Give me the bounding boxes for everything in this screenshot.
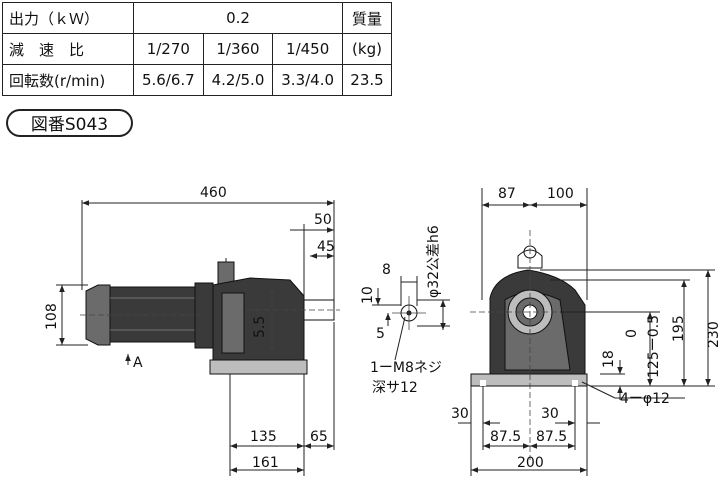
- dim-key-10: 10: [360, 286, 376, 304]
- table-row-label: 回転数(r/min): [2, 64, 134, 96]
- motor-flange: [194, 282, 214, 349]
- dim-len-65: 65: [310, 429, 328, 445]
- table-row: 出力（ｋＷ） 0.2 質量: [2, 2, 392, 34]
- drawing-number-badge: 図番S043: [6, 109, 133, 137]
- dim-base-87-5-right: 87.5: [536, 429, 567, 445]
- motor-body: [109, 286, 196, 343]
- dim-right-30: 30: [541, 406, 559, 422]
- dim-shaft-50: 50: [314, 212, 332, 228]
- table-cell: 5.6/6.7: [133, 64, 204, 96]
- shaft-detail: 8 10 5 φ32公差h6 1ーM8ネジ 深サ12: [360, 225, 450, 396]
- table-cell: 4.2/5.0: [202, 64, 274, 96]
- front-foot: [470, 373, 588, 387]
- spec-table: 出力（ｋＷ） 0.2 質量 減 速 比 1/270 1/360 1/450 (k…: [2, 2, 392, 96]
- mounting-holes-label: 4ーφ12: [620, 391, 670, 407]
- dim-len-161: 161: [252, 455, 279, 471]
- table-cell: 23.5: [342, 64, 392, 96]
- dim-top-100: 100: [547, 186, 574, 202]
- view-arrow-a: A: [133, 355, 143, 371]
- dim-key-5: 5: [376, 326, 385, 342]
- tap-depth-label: 深サ12: [372, 380, 418, 396]
- dim-shaft-dia: φ32公差h6: [426, 225, 442, 298]
- dim-height-18: 18: [601, 350, 617, 368]
- dim-len-135: 135: [250, 429, 277, 445]
- dim-height-230: 230: [706, 321, 722, 348]
- dim-shaft-45: 45: [317, 239, 335, 255]
- table-row-label: 減 速 比: [2, 33, 134, 65]
- table-row: 減 速 比 1/270 1/360 1/450 (kg): [2, 33, 392, 65]
- table-row: 回転数(r/min) 5.6/6.7 4.2/5.0 3.3/4.0 23.5: [2, 64, 392, 96]
- table-cell: 3.3/4.0: [272, 64, 343, 96]
- table-row-label: 出力（ｋＷ）: [2, 2, 134, 34]
- dim-overall-length: 460: [200, 185, 227, 201]
- dim-left-30: 30: [451, 406, 469, 422]
- table-cell: 1/450: [272, 33, 343, 65]
- dim-key-8: 8: [382, 262, 391, 278]
- table-cell: (kg): [342, 33, 392, 65]
- dim-height-195: 195: [671, 315, 687, 342]
- dim-top-87: 87: [498, 186, 516, 202]
- dim-height-0: 0: [624, 329, 640, 338]
- dim-height-125: 125ー0.5: [646, 315, 662, 378]
- dim-key-5-5: 5.5: [252, 316, 268, 338]
- side-view: 460 50 45 108 5.5 A 135 65 161: [44, 185, 340, 476]
- dim-base-87-5-left: 87.5: [490, 429, 521, 445]
- dim-width-200: 200: [517, 455, 544, 471]
- terminal-box: [217, 261, 235, 285]
- front-view: 87 100 230 195 0 125ー0.5 18 4ーφ12 30 30: [451, 186, 722, 476]
- tap-label: 1ーM8ネジ: [370, 360, 442, 376]
- dim-height-108: 108: [44, 303, 60, 330]
- gearbox-cover: [221, 292, 245, 354]
- table-cell: 0.2: [133, 2, 343, 34]
- gearbox-foot: [209, 359, 308, 375]
